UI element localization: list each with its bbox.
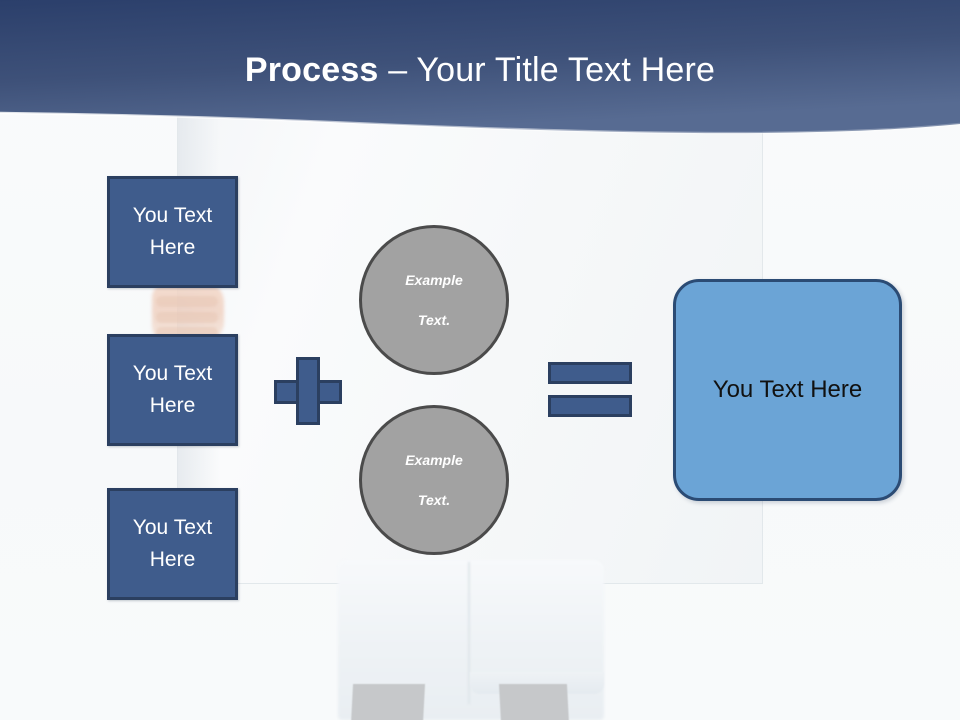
- page-title-bold: Process: [244, 51, 379, 89]
- input-box-1-line2: Here: [149, 236, 196, 259]
- trouser-right: [498, 684, 570, 720]
- lab-coat-seam: [468, 562, 470, 704]
- input-box-3-line1: You Text: [132, 516, 213, 539]
- example-circle-1-line1: Example: [405, 272, 463, 288]
- plus-icon: [274, 357, 342, 425]
- slide-header-band: Process – Your Title Text Here: [0, 0, 960, 140]
- page-title-rest: – Your Title Text Here: [378, 51, 716, 89]
- input-box-1-line1: You Text: [132, 204, 213, 227]
- equals-icon: [548, 362, 632, 418]
- trouser-left: [350, 684, 426, 720]
- input-box-2-line1: You Text: [132, 362, 213, 385]
- input-box-3-text: You Text Here: [133, 512, 212, 576]
- page-title: Process – Your Title Text Here: [0, 50, 960, 90]
- example-circle-1[interactable]: Example Text.: [359, 225, 509, 375]
- hand-finger-2: [156, 312, 218, 323]
- input-box-2[interactable]: You Text Here: [107, 334, 238, 446]
- equals-icon-bottom-bar: [548, 395, 632, 417]
- result-box[interactable]: You Text Here: [673, 279, 902, 501]
- result-box-label: You Text Here: [712, 376, 863, 403]
- hand-finger-1: [156, 296, 218, 307]
- input-box-2-text: You Text Here: [133, 358, 212, 422]
- plus-icon-center-fill: [299, 383, 317, 401]
- example-circle-2[interactable]: Example Text.: [359, 405, 509, 555]
- input-box-3-line2: Here: [149, 548, 196, 571]
- example-circle-2-line2: Text.: [417, 492, 451, 508]
- input-box-1-text: You Text Here: [133, 200, 212, 264]
- equals-icon-top-bar: [548, 362, 632, 384]
- header-wave-shape: [0, 0, 960, 135]
- input-box-3[interactable]: You Text Here: [107, 488, 238, 600]
- example-circle-1-text: Example Text.: [405, 270, 463, 330]
- input-box-2-line2: Here: [149, 394, 196, 417]
- example-circle-2-text: Example Text.: [405, 450, 463, 510]
- example-circle-1-line2: Text.: [417, 312, 451, 328]
- hand-finger-3: [156, 327, 218, 338]
- example-circle-2-line1: Example: [405, 452, 463, 468]
- input-box-1[interactable]: You Text Here: [107, 176, 238, 288]
